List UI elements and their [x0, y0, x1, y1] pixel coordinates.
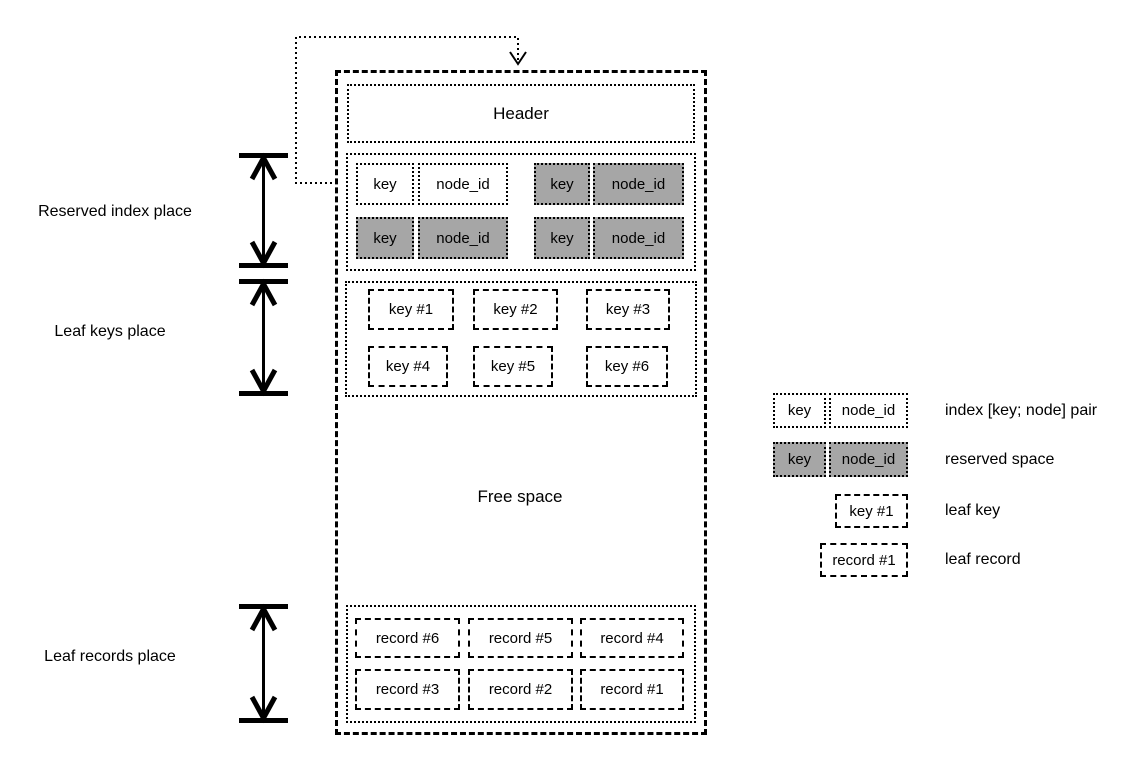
reserved-pair-node-id: node_id [418, 217, 508, 259]
reserved-pair-key: key [534, 217, 590, 259]
leaf-key: key #3 [586, 289, 670, 330]
legend-reserved-node-id: node_id [829, 442, 908, 477]
leaf-record: record #2 [468, 669, 573, 710]
legend-leaf-record-label: leaf record [945, 551, 1021, 568]
leaf-records-extent-arrow [239, 603, 288, 724]
leaf-record: record #1 [580, 669, 684, 710]
leaf-keys-extent-arrow [239, 278, 288, 397]
arrowhead-up-icon [249, 603, 278, 632]
arrowhead-up-icon [249, 278, 278, 307]
reserved-pair-key: key [534, 163, 590, 205]
free-space-label: Free space [477, 487, 563, 506]
legend-leaf-key-sample: key #1 [835, 494, 908, 528]
legend-index-pair-key: key [773, 393, 826, 428]
arrowhead-down-icon [249, 695, 278, 724]
legend-index-pair-label: index [key; node] pair [945, 401, 1098, 419]
legend-leaf-record-sample: record #1 [820, 543, 908, 577]
leaf-key: key #1 [368, 289, 454, 330]
leaf-record: record #6 [355, 618, 460, 658]
legend-reserved-label: reserved space [945, 450, 1055, 468]
legend-reserved-key: key [773, 442, 826, 477]
legend-index-pair-node-id: node_id [829, 393, 908, 428]
leaf-key: key #6 [586, 346, 668, 387]
leaf-record: record #5 [468, 618, 573, 658]
leaf-key: key #2 [473, 289, 558, 330]
leaf-record: record #4 [580, 618, 684, 658]
label-leaf-records-place: Leaf records place [44, 648, 176, 665]
label-reserved-index-place: Reserved index place [38, 203, 192, 220]
index-pair-key: key [356, 163, 414, 205]
arrowhead-up-icon [249, 152, 278, 181]
legend-leaf-key-label: leaf key [945, 502, 1001, 519]
leaf-key: key #5 [473, 346, 553, 387]
arrowhead-down-icon [249, 368, 278, 397]
arrowhead-down-icon [249, 240, 278, 269]
header-box: Header [347, 84, 695, 143]
reserved-index-extent-arrow [239, 152, 288, 269]
reserved-pair-key: key [356, 217, 414, 259]
index-pair-node-id: node_id [418, 163, 508, 205]
leaf-record: record #3 [355, 669, 460, 710]
reserved-pair-node-id: node_id [593, 163, 684, 205]
reserved-pair-node-id: node_id [593, 217, 684, 259]
leaf-key: key #4 [368, 346, 448, 387]
arrowhead-down-icon [509, 51, 527, 66]
label-leaf-keys-place: Leaf keys place [54, 323, 166, 340]
